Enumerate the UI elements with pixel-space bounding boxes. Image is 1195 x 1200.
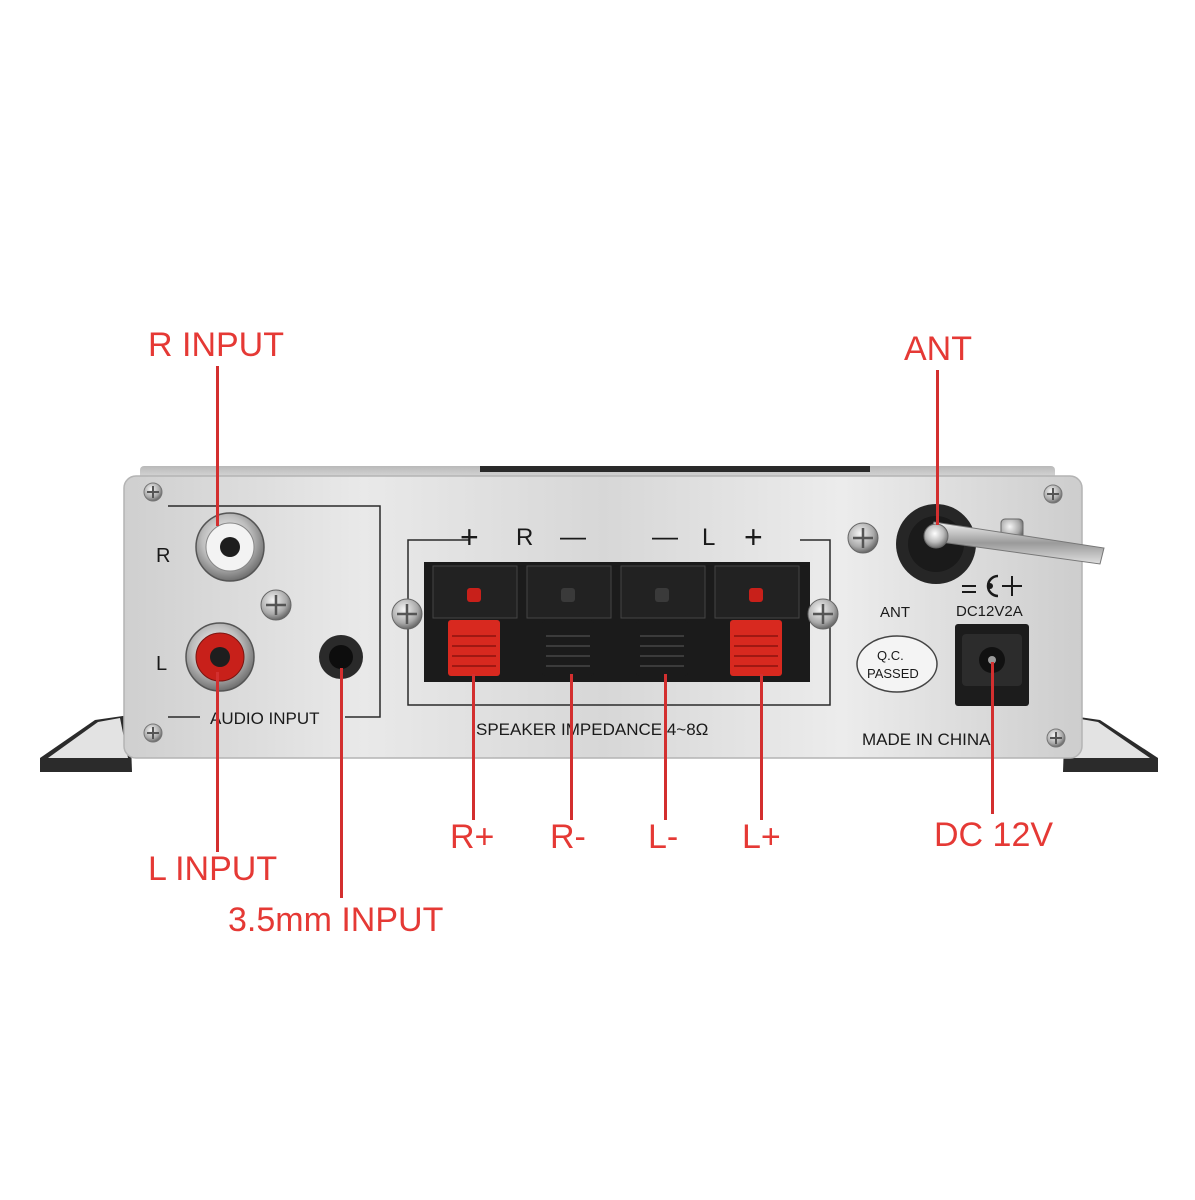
right-foot-highlight <box>1068 718 1150 758</box>
callout-r-minus: R- <box>550 818 586 856</box>
dc-power-jack-icon[interactable] <box>955 624 1029 706</box>
rca-l-jack-icon[interactable] <box>185 622 255 692</box>
terminal-r-minus-black[interactable] <box>526 565 612 676</box>
leader-l-plus <box>760 674 763 820</box>
screw-icon <box>391 598 423 630</box>
qc-passed-sticker: Q.C. PASSED <box>856 635 938 693</box>
screw-icon <box>847 522 879 554</box>
leader-r-plus <box>472 674 475 820</box>
qc-line2: PASSED <box>867 666 919 681</box>
qc-line1: Q.C. <box>877 648 904 663</box>
made-in-label: MADE IN CHINA <box>862 730 991 749</box>
rca-l-label: L <box>156 653 167 675</box>
callout-l-input: L INPUT <box>148 850 278 888</box>
callout-3-5mm-input: 3.5mm INPUT <box>228 901 444 939</box>
aux-3-5mm-jack-icon[interactable] <box>319 635 363 679</box>
ant-panel-label: ANT <box>880 604 910 621</box>
speaker-minus-r-label: — <box>560 521 586 551</box>
antenna-icon[interactable] <box>896 504 1105 584</box>
leader-dc <box>991 662 994 814</box>
left-foot-highlight <box>48 718 128 758</box>
rca-r-label: R <box>156 545 170 567</box>
leader-l-input <box>216 672 219 852</box>
terminal-r-plus-red[interactable] <box>432 565 518 676</box>
speaker-plus-r-label: + <box>460 519 479 555</box>
terminal-l-plus-red[interactable] <box>714 565 800 676</box>
callout-dc-12v: DC 12V <box>934 816 1054 854</box>
callout-l-plus: L+ <box>742 818 781 856</box>
callout-l-minus: L- <box>648 818 679 856</box>
speaker-r-label: R <box>516 524 533 551</box>
leader-r-input <box>216 366 219 526</box>
screw-icon <box>1043 484 1063 504</box>
callout-r-plus: R+ <box>450 818 495 856</box>
polarity-icon <box>962 574 1022 598</box>
speaker-terminal-frame <box>407 539 831 706</box>
rca-r-jack-icon[interactable] <box>195 512 265 582</box>
terminal-l-minus-black[interactable] <box>620 565 706 676</box>
leader-r-minus <box>570 674 573 820</box>
leader-ant <box>936 370 939 525</box>
audio-input-frame <box>168 505 381 718</box>
screw-icon <box>260 589 292 621</box>
speaker-l-label: L <box>702 524 715 551</box>
callout-r-input: R INPUT <box>148 326 284 364</box>
top-slot <box>480 466 870 472</box>
audio-input-label: AUDIO INPUT <box>210 709 320 728</box>
leader-3-5mm <box>340 668 343 898</box>
speaker-minus-l-label: — <box>652 521 678 551</box>
speaker-impedance-label: SPEAKER IMPEDANCE 4~8Ω <box>476 720 708 739</box>
dc-rating-label: DC12V2A <box>956 603 1023 620</box>
callout-ant: ANT <box>904 330 972 368</box>
screw-icon <box>1046 728 1066 748</box>
leader-l-minus <box>664 674 667 820</box>
screw-icon <box>807 598 839 630</box>
screw-icon <box>143 723 163 743</box>
speaker-plus-l-label: + <box>744 519 763 555</box>
screw-icon <box>143 482 163 502</box>
